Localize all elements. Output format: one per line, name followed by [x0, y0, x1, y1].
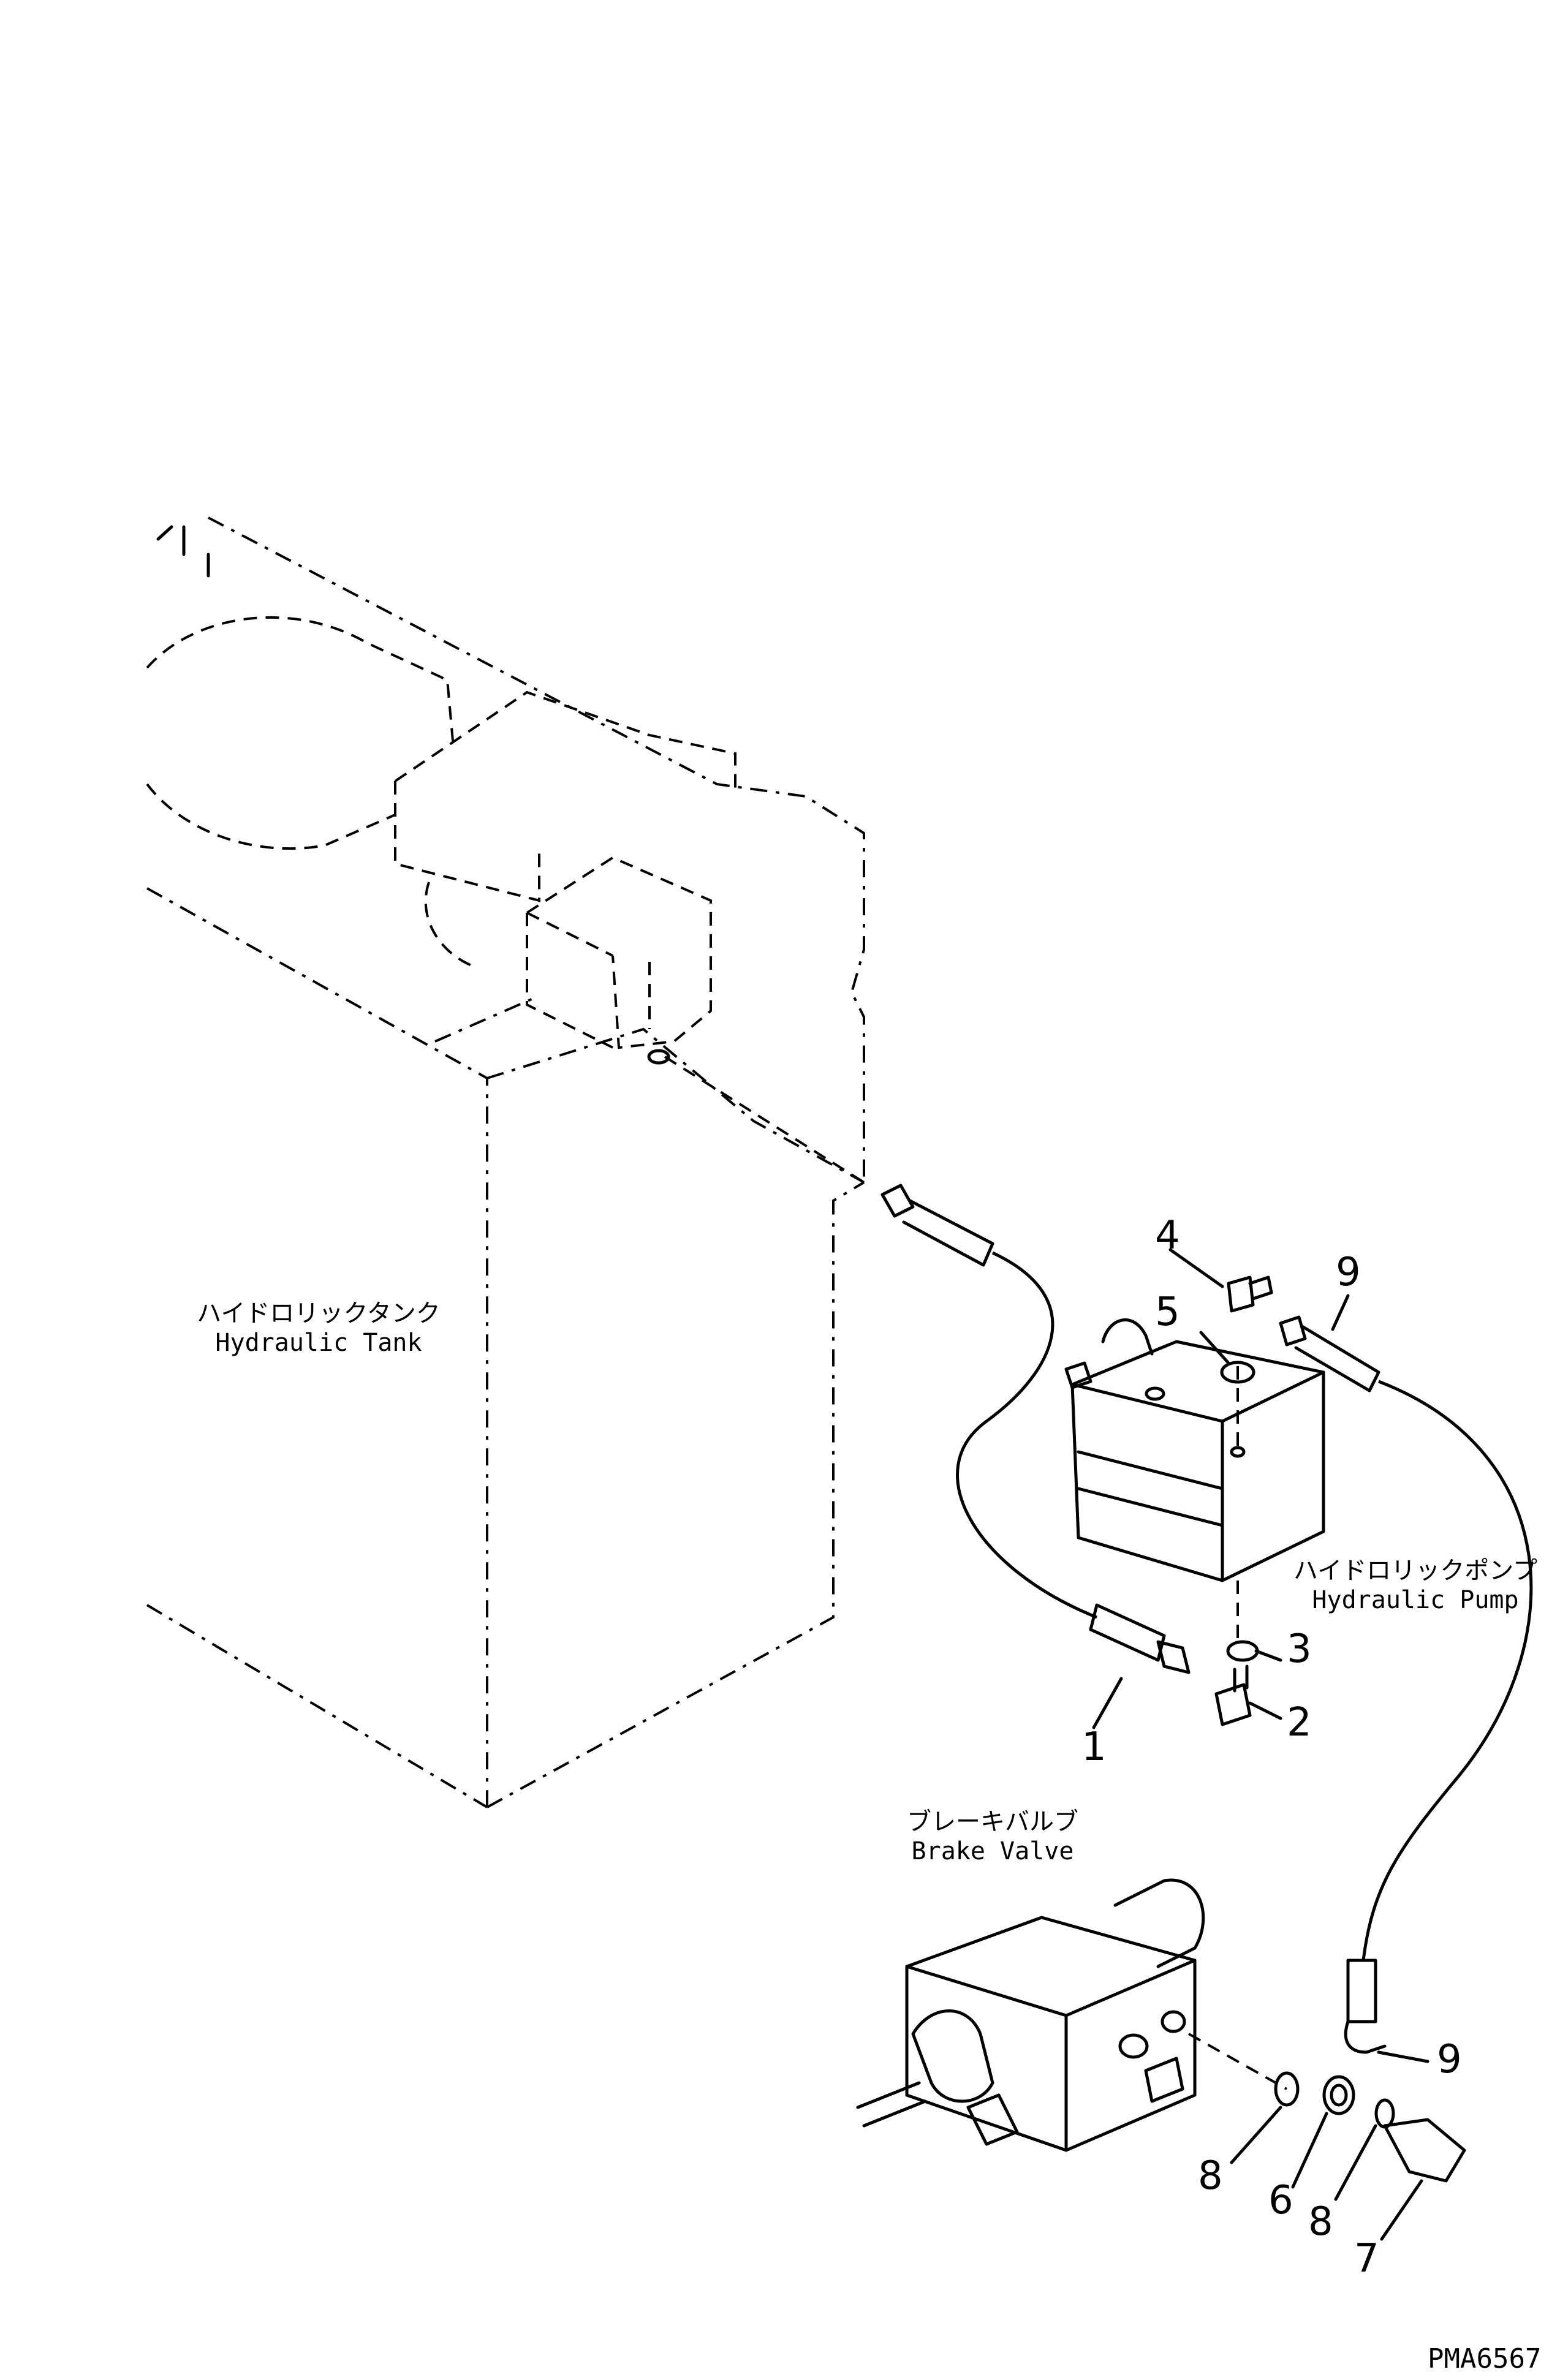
tank-label-en: Hydraulic Tank	[215, 1329, 422, 1357]
tank-label-jp: ハイドロリックタンク	[197, 1299, 441, 1328]
brake-valve	[856, 1878, 1287, 2152]
callout-5: 5	[1155, 1290, 1180, 1335]
callout-8-left: 8	[1198, 2153, 1223, 2199]
pump-label-en: Hydraulic Pump	[1312, 1586, 1519, 1614]
hydraulic-tank	[146, 516, 865, 1808]
callout-3: 3	[1287, 1626, 1312, 1672]
callout-1: 1	[1081, 1725, 1107, 1770]
pump-label: ハイドロリックポンプ Hydraulic Pump	[1281, 1556, 1550, 1615]
callout-6: 6	[1268, 2178, 1293, 2223]
hydraulic-pump	[1064, 1318, 1325, 1642]
callout-4: 4	[1155, 1213, 1180, 1258]
drawing-code: PMA6567	[1428, 2343, 1542, 2374]
callout-2: 2	[1287, 1700, 1312, 1745]
brake-valve-label: ブレーキバルブ Brake Valve	[895, 1807, 1091, 1866]
leader-lines	[1092, 1248, 1429, 2241]
pump-label-jp: ハイドロリックポンプ	[1293, 1557, 1537, 1585]
callout-7: 7	[1354, 2236, 1379, 2281]
brake-valve-label-jp: ブレーキバルブ	[907, 1808, 1078, 1836]
callout-8-right: 8	[1308, 2199, 1333, 2245]
hoses	[664, 1056, 1533, 2054]
brake-valve-label-en: Brake Valve	[911, 1837, 1074, 1865]
fittings	[1214, 1275, 1466, 2183]
callout-9-top: 9	[1336, 1250, 1361, 1295]
callout-9-bottom: 9	[1437, 2037, 1462, 2082]
tank-label: ハイドロリックタンク Hydraulic Tank	[184, 1299, 453, 1358]
